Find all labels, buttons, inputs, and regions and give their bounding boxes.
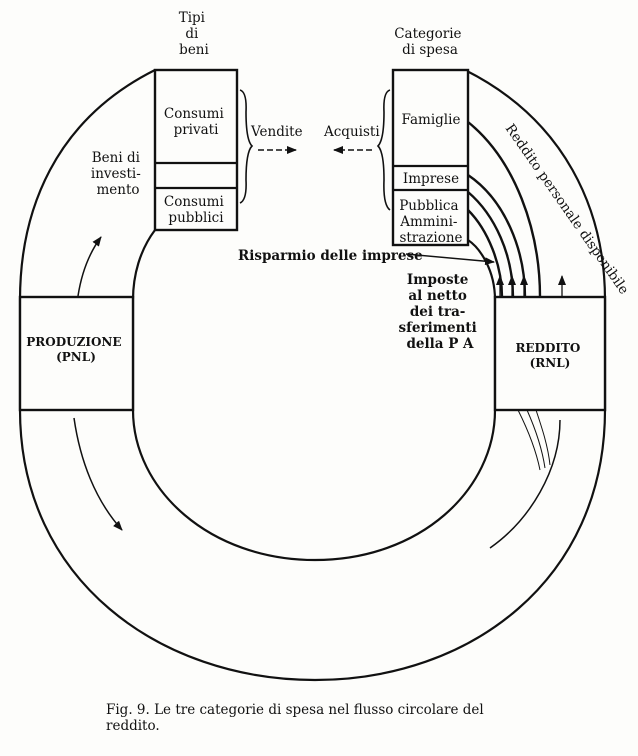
consumi-pubblici-label: Consumi pubblici xyxy=(164,194,228,226)
brace-left xyxy=(239,89,254,204)
reddito-personale-disponibile-label: Reddito personale disponibile xyxy=(502,121,632,297)
risparmio-delle-imprese-label: Risparmio delle imprese xyxy=(238,248,423,264)
reddito-label: REDDITO (RNL) xyxy=(515,341,584,370)
header-categorie-di-spesa: Categorie di spesa xyxy=(394,26,466,58)
acquisti-label: Acquisti xyxy=(323,124,380,140)
consumi-privati-label: Consumi privati xyxy=(164,106,228,138)
imprese-label: Imprese xyxy=(403,171,459,187)
brace-right xyxy=(376,89,391,211)
pubblica-amministrazione-label: Pubblica Ammini- strazione xyxy=(399,198,463,246)
tipi-di-beni-column: Consumi privati Consumi pubblici xyxy=(153,68,254,232)
produzione-label: PRODUZIONE (PNL) xyxy=(26,335,125,364)
vendite-label: Vendite xyxy=(250,124,303,140)
figure-caption-line2: reddito. xyxy=(106,718,160,734)
column-frame-right xyxy=(391,68,470,247)
imposte-label: Imposte al netto dei tra- sferimenti del… xyxy=(399,272,482,352)
categorie-di-spesa-column: Famiglie Imprese Pubblica Ammini- strazi… xyxy=(376,68,470,247)
outer-ring xyxy=(18,69,607,682)
flow-arrow-left-bottom xyxy=(73,417,123,531)
produzione-box xyxy=(18,295,135,412)
column-frame-left xyxy=(153,68,239,232)
beni-di-investimento-arrow xyxy=(77,236,102,297)
flow-arc-right-bottom xyxy=(489,419,561,549)
income-flow-lines xyxy=(467,121,566,471)
risparmio-arrow xyxy=(405,253,495,266)
famiglie-label: Famiglie xyxy=(402,112,461,128)
reddito-box xyxy=(493,295,607,412)
beni-di-investimento-label: Beni di investi- mento xyxy=(91,150,145,198)
figure-caption-line1: Fig. 9. Le tre categorie di spesa nel fl… xyxy=(106,702,484,718)
header-tipi-di-beni: Tipi di beni xyxy=(179,10,210,58)
